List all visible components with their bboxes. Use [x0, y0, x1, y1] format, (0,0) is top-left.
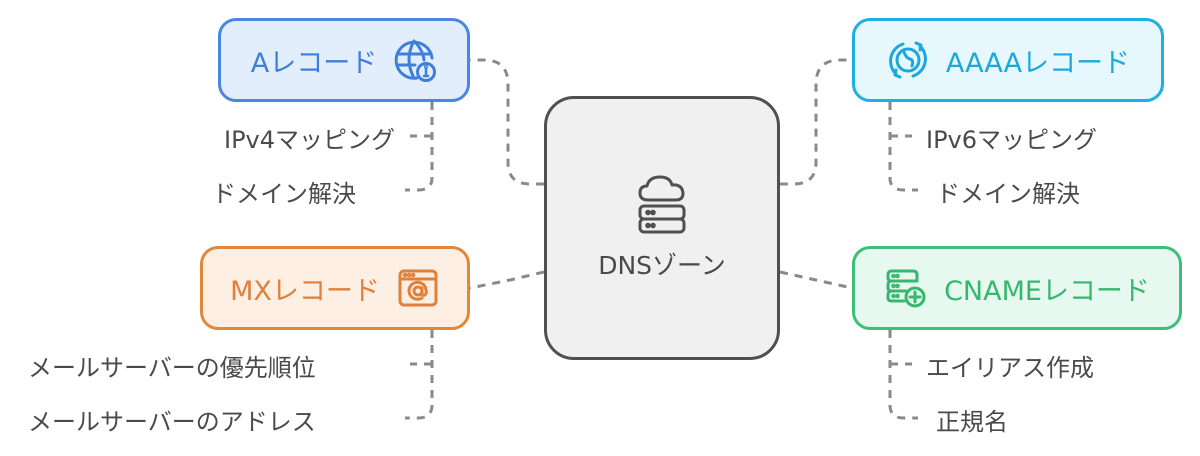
node-mx-record-label: MXレコード — [230, 275, 380, 307]
node-aaaa-record-label: AAAAレコード — [945, 47, 1131, 79]
server-add-icon — [884, 266, 928, 310]
node-a-record[interactable]: Aレコード — [218, 18, 470, 102]
node-aaaa-record[interactable]: AAAAレコード — [852, 18, 1164, 102]
node-a-record-label: Aレコード — [250, 47, 378, 79]
leaf-mx-server-priority: メールサーバーの優先順位 — [28, 354, 316, 382]
globe-info-icon — [393, 38, 437, 82]
globe-refresh-icon — [886, 38, 930, 82]
link-center-aaaa — [780, 58, 852, 186]
link-center-cname — [779, 270, 853, 290]
link-cname-children — [888, 330, 918, 420]
browser-at-icon — [396, 266, 440, 310]
leaf-a-domain-resolution: ドメイン解決 — [212, 180, 356, 208]
link-aaaa-children — [888, 102, 918, 192]
node-cname-record-label: CNAMEレコード — [944, 275, 1150, 307]
node-cname-record[interactable]: CNAMEレコード — [852, 246, 1182, 330]
leaf-aaaa-ipv6-mapping: IPv6マッピング — [926, 126, 1098, 154]
link-center-a — [470, 58, 544, 186]
leaf-cname-alias-creation: エイリアス作成 — [926, 354, 1094, 382]
center-node-dns-zone[interactable]: DNSゾーン — [544, 96, 780, 360]
leaf-mx-server-address: メールサーバーのアドレス — [28, 408, 316, 436]
link-a-children — [405, 102, 434, 192]
leaf-aaaa-domain-resolution: ドメイン解決 — [936, 180, 1080, 208]
leaf-a-ipv4-mapping: IPv4マッピング — [224, 126, 396, 154]
cloud-server-icon — [634, 174, 690, 236]
leaf-cname-canonical-name: 正規名 — [936, 408, 1008, 436]
center-node-label: DNSゾーン — [598, 251, 726, 280]
link-center-mx — [469, 270, 545, 290]
node-mx-record[interactable]: MXレコード — [200, 246, 470, 330]
link-mx-children — [405, 330, 434, 420]
